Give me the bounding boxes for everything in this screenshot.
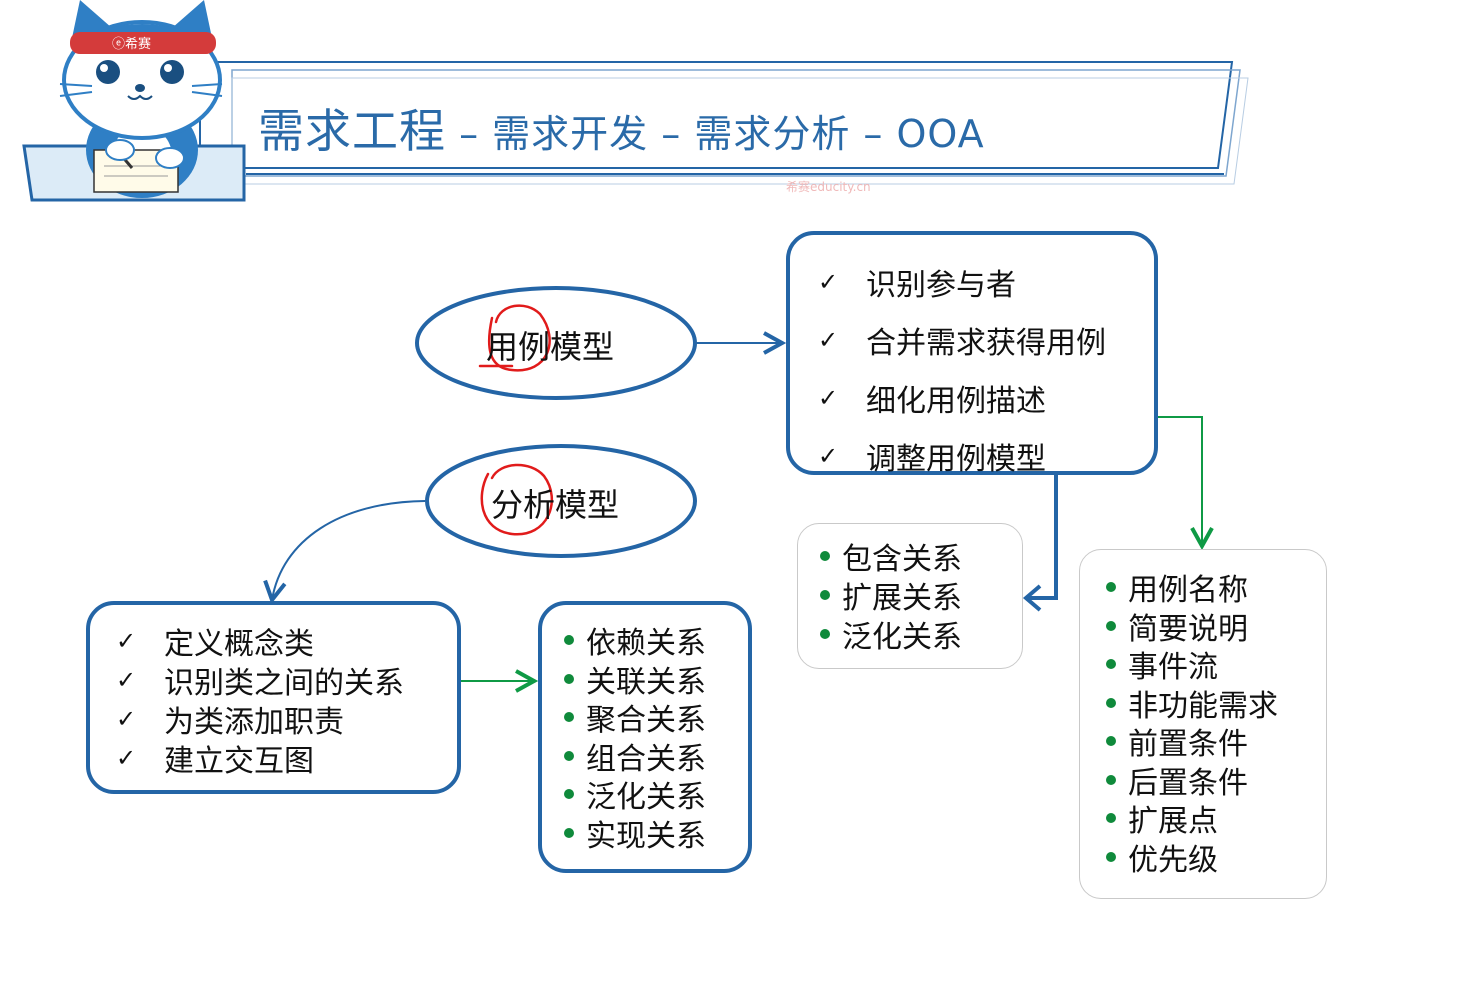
check-icon: ✓ xyxy=(818,384,839,412)
list-item: 优先级 xyxy=(1106,838,1278,878)
list-item: 依赖关系 xyxy=(564,621,706,662)
bullet-icon xyxy=(1106,774,1116,785)
list-item: 扩展点 xyxy=(1106,799,1278,840)
description-text: 优先级 xyxy=(1128,842,1218,878)
check-icon: ✓ xyxy=(116,704,137,733)
bullet-icon xyxy=(564,750,574,761)
bullet-icon xyxy=(1106,659,1116,670)
bullet-icon xyxy=(820,589,830,600)
use-case-relations-box: 包含关系 扩展关系 泛化关系 xyxy=(797,523,1023,669)
relation-text: 组合关系 xyxy=(586,741,706,777)
description-text: 非功能需求 xyxy=(1128,688,1278,724)
list-item: 聚合关系 xyxy=(564,698,706,739)
relation-text: 关联关系 xyxy=(586,664,706,700)
step-text: 调整用例模型 xyxy=(866,442,1046,477)
list-item: 组合关系 xyxy=(564,737,706,777)
list-item: 关联关系 xyxy=(564,660,706,700)
relation-text: 实现关系 xyxy=(586,818,706,854)
step-text: 合并需求获得用例 xyxy=(866,326,1106,361)
description-text: 简要说明 xyxy=(1128,611,1248,647)
step-text: 为类添加职责 xyxy=(164,704,344,740)
check-icon: ✓ xyxy=(818,442,839,470)
bullet-icon xyxy=(820,628,830,639)
list-item: 泛化关系 xyxy=(564,775,706,816)
use-case-description-box: 用例名称 简要说明 事件流 非功能需求 前置条件 后置条件 扩展点 优先级 xyxy=(1079,549,1327,899)
bullet-icon xyxy=(1106,813,1116,824)
description-text: 后置条件 xyxy=(1128,765,1248,801)
list-item: 泛化关系 xyxy=(820,614,962,655)
relation-text: 泛化关系 xyxy=(586,780,706,816)
mascot-illustration xyxy=(22,0,246,202)
relation-text: 聚合关系 xyxy=(586,703,706,739)
relation-text: 泛化关系 xyxy=(842,619,962,655)
list-item: 前置条件 xyxy=(1106,722,1278,763)
description-text: 前置条件 xyxy=(1128,727,1248,763)
analysis-step: ✓ 定义概念类 xyxy=(116,621,404,662)
use-case-step: ✓ 调整用例模型 xyxy=(818,427,1106,485)
bullet-icon xyxy=(564,673,574,684)
arrow-analysis-to-steps xyxy=(272,500,426,600)
description-text: 事件流 xyxy=(1128,650,1218,686)
description-text: 扩展点 xyxy=(1128,804,1218,840)
check-icon: ✓ xyxy=(116,743,137,772)
bullet-icon xyxy=(564,712,574,723)
list-item: 包含关系 xyxy=(820,536,962,577)
description-text: 用例名称 xyxy=(1128,573,1248,609)
list-item: 后置条件 xyxy=(1106,761,1278,801)
title-banner xyxy=(199,61,1249,185)
use-case-model-label: 用例模型 xyxy=(486,328,615,366)
use-case-step: ✓ 细化用例描述 xyxy=(818,369,1106,427)
watermark-top: 希赛educity.cn xyxy=(786,180,871,194)
bullet-icon xyxy=(1106,851,1116,862)
use-case-step: ✓ 识别参与者 xyxy=(818,253,1106,311)
bullet-icon xyxy=(1106,697,1116,708)
bullet-icon xyxy=(1106,736,1116,747)
step-text: 识别类之间的关系 xyxy=(164,665,404,701)
bullet-icon xyxy=(1106,582,1116,593)
step-text: 细化用例描述 xyxy=(866,384,1046,419)
bullet-icon xyxy=(564,827,574,838)
analysis-steps-box: ✓ 定义概念类 ✓ 识别类之间的关系 ✓ 为类添加职责 ✓ 建立交互图 xyxy=(86,601,461,794)
title-rest: – 需求开发 – 需求分析 – OOA xyxy=(446,112,985,156)
arrow-adjust-to-relations-head xyxy=(1022,584,1042,612)
step-text: 定义概念类 xyxy=(164,626,314,662)
relation-text: 包含关系 xyxy=(842,541,962,577)
analysis-step: ✓ 识别类之间的关系 xyxy=(116,660,404,701)
bullet-icon xyxy=(564,635,574,646)
analysis-step: ✓ 建立交互图 xyxy=(116,738,404,779)
page-title: 需求工程 – 需求开发 – 需求分析 – OOA xyxy=(258,95,985,161)
step-text: 建立交互图 xyxy=(164,743,314,779)
check-icon: ✓ xyxy=(116,626,137,655)
list-item: 用例名称 xyxy=(1106,568,1278,609)
bullet-icon xyxy=(820,550,830,561)
check-icon: ✓ xyxy=(818,326,839,354)
check-icon: ✓ xyxy=(116,665,137,694)
bullet-icon xyxy=(1106,620,1116,631)
use-case-steps-box: ✓ 识别参与者 ✓ 合并需求获得用例 ✓ 细化用例描述 ✓ 调整用例模型 xyxy=(786,231,1158,477)
list-item: 扩展关系 xyxy=(820,575,962,616)
list-item: 事件流 xyxy=(1106,645,1278,686)
relation-text: 扩展关系 xyxy=(842,580,962,616)
list-item: 实现关系 xyxy=(564,814,706,854)
use-case-model-oval xyxy=(415,286,697,400)
use-case-step: ✓ 合并需求获得用例 xyxy=(818,311,1106,369)
analysis-model-label: 分析模型 xyxy=(491,486,620,524)
list-item: 简要说明 xyxy=(1106,607,1278,647)
list-item: 非功能需求 xyxy=(1106,684,1278,724)
title-main: 需求工程 xyxy=(258,104,446,158)
bullet-icon xyxy=(564,789,574,800)
class-relations-box: 依赖关系 关联关系 聚合关系 组合关系 泛化关系 实现关系 xyxy=(538,601,752,873)
mascot-badge: ⓔ希赛 xyxy=(112,37,152,52)
step-text: 识别参与者 xyxy=(866,268,1016,303)
check-icon: ✓ xyxy=(818,268,839,296)
analysis-step: ✓ 为类添加职责 xyxy=(116,699,404,740)
relation-text: 依赖关系 xyxy=(586,626,706,662)
